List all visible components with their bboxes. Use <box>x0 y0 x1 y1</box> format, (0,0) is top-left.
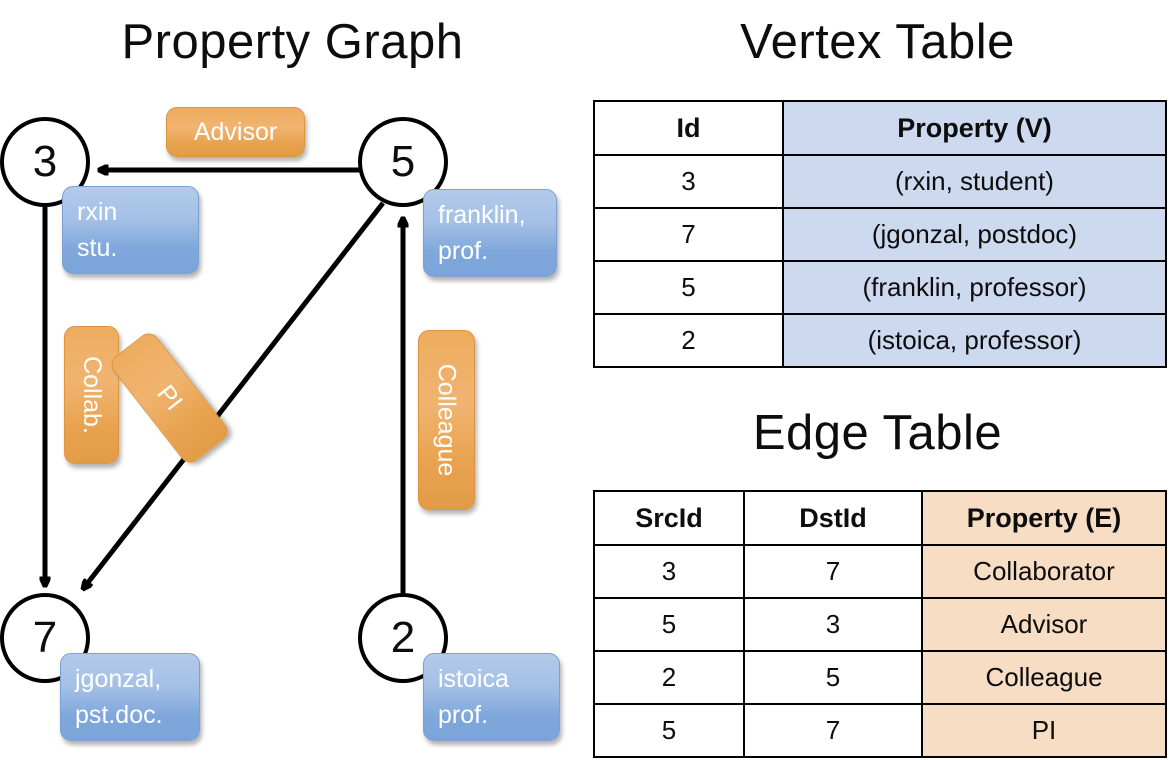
node-property-line-1: rxin <box>77 198 118 226</box>
table-header-row: Id Property (V) <box>593 100 1167 156</box>
node-property-box-7: jgonzal, pst.doc. <box>60 653 200 741</box>
page-title-vertex-table: Vertex Table <box>740 15 1015 69</box>
node-property-line-2: prof. <box>438 237 489 265</box>
node-property-box-5: franklin, prof. <box>423 189 557 277</box>
table-row[interactable]: 5 7 PI <box>593 703 1167 758</box>
node-property-line-2: prof. <box>438 701 489 729</box>
cell-dstid: 5 <box>743 650 923 705</box>
page-title-edge-table: Edge Table <box>752 406 1003 460</box>
cell-srcid: 5 <box>593 597 745 652</box>
edge-label-box-collab: Collab. <box>64 326 119 464</box>
table-row[interactable]: 3 7 Collaborator <box>593 544 1167 599</box>
table-row[interactable]: 7 (jgonzal, postdoc) <box>593 207 1167 262</box>
property-graph-diagram: 3 5 7 2 rxin stu. franklin, prof. jgonza… <box>0 0 585 741</box>
cell-property: (jgonzal, postdoc) <box>782 207 1167 262</box>
node-property-box-3: rxin stu. <box>62 186 199 274</box>
column-header-srcid: SrcId <box>593 490 745 546</box>
cell-property: Advisor <box>921 597 1167 652</box>
edge-label-text-pi: PI <box>151 380 188 416</box>
cell-id: 7 <box>593 207 784 262</box>
edge-label-box-colleague: Colleague <box>418 330 475 510</box>
cell-srcid: 5 <box>593 703 745 758</box>
cell-srcid: 3 <box>593 544 745 599</box>
node-property-box-2: istoica prof. <box>423 653 560 741</box>
node-property-line-2: pst.doc. <box>75 701 163 729</box>
cell-srcid: 2 <box>593 650 745 705</box>
cell-property: PI <box>921 703 1167 758</box>
graph-edge-lines <box>0 0 585 594</box>
cell-dstid: 3 <box>743 597 923 652</box>
node-property-line-1: istoica <box>438 665 509 693</box>
graph-node-5[interactable]: 5 <box>358 117 448 207</box>
vertex-table: Id Property (V) 3 (rxin, student) 7 (jgo… <box>593 100 1167 368</box>
edge-label-text-colleague: Colleague <box>432 363 461 477</box>
cell-id: 5 <box>593 260 784 315</box>
table-row[interactable]: 5 (franklin, professor) <box>593 260 1167 315</box>
cell-dstid: 7 <box>743 544 923 599</box>
edge-label-box-advisor: Advisor <box>166 107 305 157</box>
edge-line-5-to-7 <box>83 201 385 589</box>
node-property-line-1: franklin, <box>438 201 526 229</box>
table-row[interactable]: 5 3 Advisor <box>593 597 1167 652</box>
graph-node-2[interactable]: 2 <box>358 593 448 683</box>
edge-table: SrcId DstId Property (E) 3 7 Collaborato… <box>593 490 1167 758</box>
cell-id: 2 <box>593 313 784 368</box>
cell-id: 3 <box>593 154 784 209</box>
column-header-dstid: DstId <box>743 490 923 546</box>
cell-property: (istoica, professor) <box>782 313 1167 368</box>
column-header-property-e: Property (E) <box>921 490 1167 546</box>
cell-dstid: 7 <box>743 703 923 758</box>
edge-label-text-advisor: Advisor <box>193 118 278 146</box>
cell-property: (rxin, student) <box>782 154 1167 209</box>
page-title-property-graph: Property Graph <box>121 15 464 69</box>
node-property-line-2: stu. <box>77 234 118 262</box>
node-property-line-1: jgonzal, <box>75 665 162 693</box>
table-row[interactable]: 2 (istoica, professor) <box>593 313 1167 368</box>
table-row[interactable]: 2 5 Colleague <box>593 650 1167 705</box>
column-header-property-v: Property (V) <box>782 100 1167 156</box>
table-header-row: SrcId DstId Property (E) <box>593 490 1167 546</box>
cell-property: Colleague <box>921 650 1167 705</box>
edge-label-text-collab: Collab. <box>77 356 106 434</box>
cell-property: Collaborator <box>921 544 1167 599</box>
cell-property: (franklin, professor) <box>782 260 1167 315</box>
column-header-id: Id <box>593 100 784 156</box>
table-row[interactable]: 3 (rxin, student) <box>593 154 1167 209</box>
